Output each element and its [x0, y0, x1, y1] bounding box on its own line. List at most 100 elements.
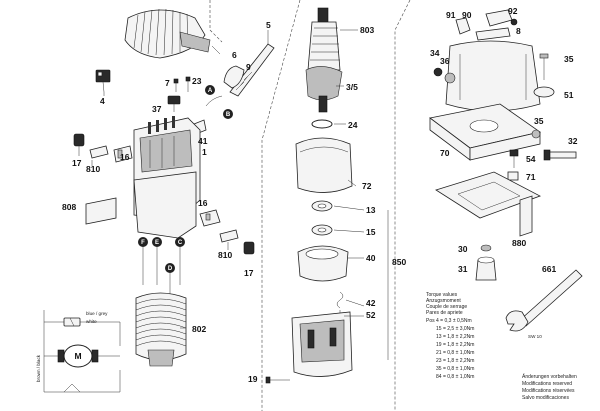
- label-part-70: 70: [440, 148, 450, 158]
- modifications-notice: Änderungen vorbehalten Modifications res…: [522, 373, 577, 401]
- notice-de: Änderungen vorbehalten: [522, 373, 577, 380]
- callout-f: F: [138, 237, 148, 247]
- wire-label-brown-black: brown / black: [36, 354, 41, 382]
- part-5-collet-cone: [229, 30, 275, 97]
- torque-row: 35 = 0,8 ± 1,0Nm: [436, 366, 474, 372]
- callout-c: C: [175, 237, 185, 247]
- torque-row: 13 = 1,8 ± 2,2Nm: [436, 334, 474, 340]
- label-part-6: 6: [232, 50, 237, 60]
- label-part-41: 41: [198, 136, 208, 146]
- part-17-strain-relief-bottom: [243, 241, 255, 255]
- part-70-base-plate: [429, 103, 541, 161]
- part-16-cable-clamp-bottom: [199, 209, 221, 227]
- part-802-stator: [135, 292, 187, 367]
- torque-row: 21 = 0,8 ± 1,0Nm: [436, 350, 474, 356]
- part-15-bearing: [311, 224, 333, 236]
- part-810-screw-bottom: [219, 229, 239, 250]
- callout-d-label: D: [168, 266, 173, 272]
- part-19-screw: [265, 376, 290, 384]
- label-part-880: 880: [512, 238, 526, 248]
- parts-54-71-springs: [507, 149, 519, 181]
- callout-c-label: C: [178, 240, 183, 246]
- part-4-switch: [95, 69, 111, 93]
- callout-f-label: F: [141, 240, 145, 246]
- part-1-housing: [133, 116, 201, 239]
- part-35-screw-top: [539, 53, 549, 80]
- label-part-37: 37: [152, 104, 162, 114]
- callout-e: E: [152, 237, 162, 247]
- notice-fr: Modifications réservées: [522, 388, 575, 394]
- torque-title-de: Anzugsmoment: [426, 298, 461, 304]
- label-part-808: 808: [62, 202, 76, 212]
- part-35-screw-mid: [531, 129, 541, 139]
- label-part-4: 4: [100, 96, 105, 106]
- label-part-30: 30: [458, 244, 468, 254]
- section-separators: [209, 0, 411, 411]
- part-72-air-guide: [295, 137, 353, 193]
- part-37-brush: [167, 95, 181, 112]
- label-part-16: 16: [198, 198, 208, 208]
- torque-title-fr: Couple de serrage: [426, 304, 467, 310]
- label-part-661: 661: [542, 264, 556, 274]
- leader-lines: [103, 29, 389, 360]
- label-part-19: 19: [248, 374, 258, 384]
- label-part-8: 8: [516, 26, 521, 36]
- label-part-52: 52: [366, 310, 376, 320]
- part-880-bracket: [519, 195, 533, 237]
- label-part-35: 35: [564, 54, 574, 64]
- wire-label-blue-grey: blue / grey: [86, 311, 108, 316]
- parts-34-36-knob: [433, 67, 456, 84]
- torque-title-en: Torque values: [426, 292, 458, 298]
- torque-values-block: Torque values Anzugsmoment Couple de ser…: [426, 292, 474, 380]
- part-9-nut: [223, 65, 245, 89]
- label-part-35: 35: [534, 116, 544, 126]
- part-16-cable-clamp-top: [113, 145, 133, 163]
- callout-a: A: [205, 85, 215, 95]
- label-part-5: 5: [266, 20, 271, 30]
- part-number-labels: 6 5 9 4 7 23 37 41 1 16 17 810 808 16 81…: [62, 6, 578, 384]
- parts-90-92-lock: [455, 9, 518, 41]
- part-24-ring: [311, 119, 333, 129]
- part-base-sole: [435, 171, 541, 219]
- torque-row: 15 = 2,5 ± 3,0Nm: [436, 326, 474, 332]
- label-part-32: 32: [568, 136, 578, 146]
- label-part-90: 90: [462, 10, 472, 20]
- part-32-bolt: [543, 149, 577, 161]
- label-part-36: 36: [440, 56, 450, 66]
- label-part-71: 71: [526, 172, 536, 182]
- label-part-3-5: 3/5: [346, 82, 358, 92]
- label-part-13: 13: [366, 205, 376, 215]
- part-810-screw-top: [89, 145, 109, 166]
- label-part-16: 16: [120, 152, 130, 162]
- label-part-54: 54: [526, 154, 536, 164]
- part-17-strain-relief-top: [73, 133, 85, 156]
- label-part-24: 24: [348, 120, 358, 130]
- callout-e-label: E: [155, 240, 159, 246]
- part-661-wrench: SW 10: [505, 269, 583, 339]
- notice-en: Modifications reserved: [522, 381, 572, 387]
- part-8-base-housing: [445, 40, 541, 112]
- label-part-72: 72: [362, 181, 372, 191]
- fan-guard: [124, 8, 211, 59]
- notice-es: Salvo modificaciones: [522, 395, 569, 401]
- label-part-91: 91: [446, 10, 456, 20]
- label-part-51: 51: [564, 90, 574, 100]
- label-part-803: 803: [360, 25, 374, 35]
- callout-d: D: [165, 263, 175, 273]
- label-part-810: 810: [218, 250, 232, 260]
- callout-b-label: B: [226, 112, 231, 118]
- label-part-31: 31: [458, 264, 468, 274]
- callout-b: B: [223, 109, 233, 119]
- label-part-42: 42: [366, 298, 376, 308]
- label-part-9: 9: [246, 62, 251, 72]
- part-13-bearing: [311, 200, 333, 212]
- label-part-17: 17: [72, 158, 82, 168]
- part-51-knob: [533, 86, 555, 98]
- label-part-1: 1: [202, 147, 207, 157]
- label-part-34: 34: [430, 48, 440, 58]
- wiring-schematic: M blue / grey white brown / black: [36, 310, 121, 393]
- part-40-clamp-ring: [297, 245, 349, 282]
- part-850-motor-housing-lower: [291, 311, 353, 377]
- label-part-92: 92: [508, 6, 518, 16]
- label-part-15: 15: [366, 227, 376, 237]
